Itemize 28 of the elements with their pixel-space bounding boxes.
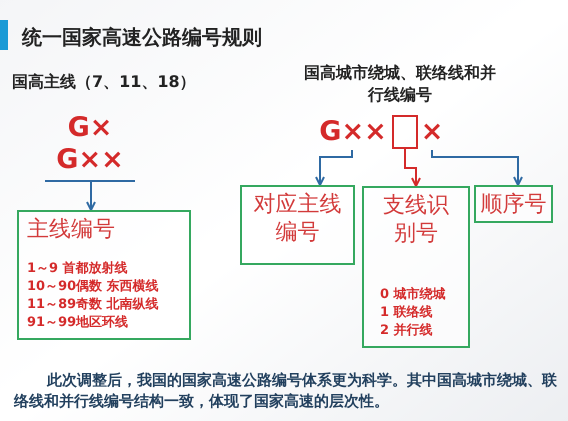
- code-pattern: G××: [319, 116, 387, 148]
- category-box: [362, 186, 470, 348]
- list-item: 91～99地区环线: [26, 314, 130, 332]
- arrow: [431, 150, 523, 186]
- code-pattern: ×: [420, 116, 444, 148]
- category-box: [474, 185, 553, 223]
- section-heading: 国高城市绕城、联络线和并行线编号: [303, 62, 497, 106]
- category-box: [240, 185, 355, 265]
- list-item: 1～9 首都放射线: [26, 260, 129, 278]
- arrow: [315, 150, 353, 186]
- list-item: 1 联络线: [379, 304, 434, 322]
- box-heading: 对应主线编号: [252, 191, 342, 247]
- caption: 此次调整后，我国的国家高速公路编号体系更为科学。其中国高城市绕城、联络线和并行线编号结构一致，体现了国家高速的层次性。: [14, 370, 558, 412]
- category-box: [17, 210, 191, 340]
- box-heading: 顺序号: [480, 191, 548, 219]
- code-pattern: G×: [68, 112, 112, 144]
- list-item: 10～90偶数 东西横线: [26, 278, 160, 296]
- box-heading: 支线识别号: [382, 192, 450, 248]
- code-pattern: G××: [56, 144, 124, 176]
- list-item: 11～89奇数 北南纵线: [26, 296, 160, 314]
- box-heading: 主线编号: [26, 216, 116, 244]
- list-item: 0 城市绕城: [379, 286, 447, 304]
- arrow: [86, 180, 96, 211]
- arrow: [404, 149, 421, 187]
- list-item: 2 并行线: [379, 322, 434, 340]
- blank-slot: [392, 115, 418, 149]
- section-heading: 国高主线（7、11、18）: [12, 71, 196, 93]
- title: 统一国家高速公路编号规则: [22, 24, 262, 51]
